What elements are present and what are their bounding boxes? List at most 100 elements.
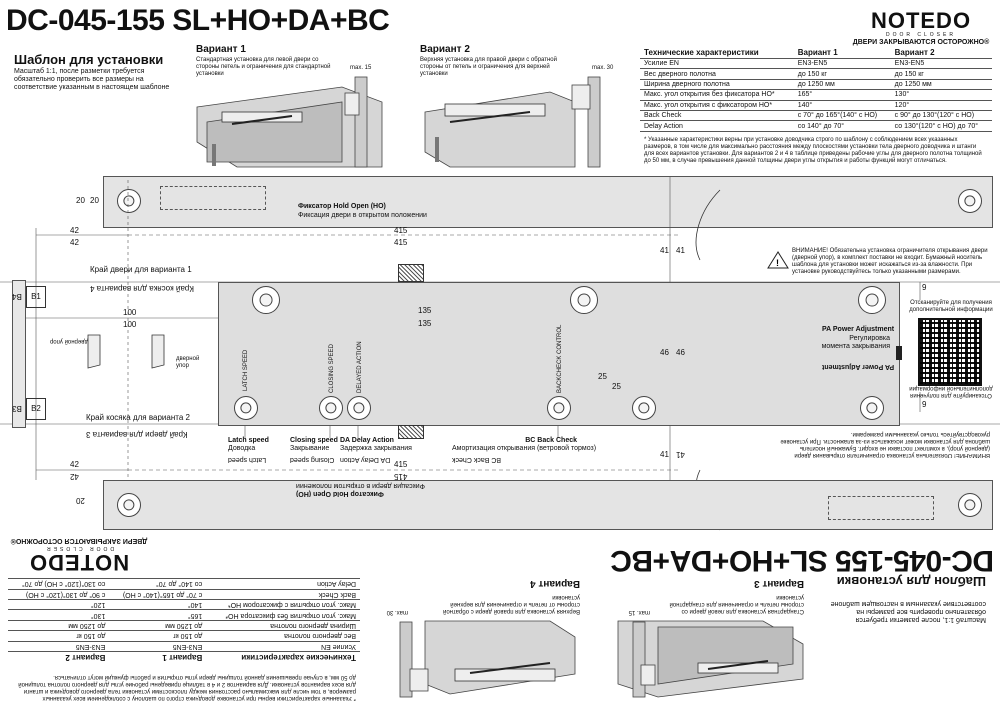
mount-hole [958,493,982,517]
arm-shoe-strip-top [103,176,993,228]
variant-4-text: Верхняя установка для правой двери с обр… [443,594,580,614]
brand-logo-mirrored: NOTEDO DOOR CLOSER ДВЕРИ ЗАКРЫВАЮТСЯ ОСТ… [10,537,148,575]
hinge-edge [12,280,26,428]
dim-label: 20 [76,196,85,205]
latch-speed-vertical: LATCH SPEED [243,349,249,391]
mirrored-section: DC-045-155 SL+HO+DA+BC Шаблон для устано… [0,530,1000,707]
dim-label: 25 [612,382,621,391]
pa-title: PA Power Adjustment [822,326,895,333]
mark-b4: B4 [12,292,22,301]
template-subtitle-mirrored: Шаблон для установки [836,574,986,589]
variant-1-max: max. 15 [350,65,372,71]
spec-cell: 165° [793,89,891,101]
hold-open-title: Фиксатор Hold Open (HO) [298,203,386,210]
installation-warning: ВНИМАНИЕ! Обязательна установка ограничи… [792,248,988,275]
dim-label: 41 [660,450,669,459]
variant-4-side-view [399,621,429,698]
variant-4-title: Вариант 4 [530,578,580,589]
template-subtitle: Шаблон для установки [14,52,164,67]
dim-label: 415 [394,226,408,235]
backcheck-vertical: BACKCHECK CONTROL [557,324,563,393]
dim-label: 100 [123,320,137,329]
spec-header-cell: Технические характеристики [640,47,794,59]
door-stop-label: дверной упор [176,356,200,369]
variant-1-text: Стандартная установка для левой двери со… [196,57,331,77]
brand-slogan: ДВЕРИ ЗАКРЫВАЮТСЯ ОСТОРОЖНО® [852,39,990,46]
variant-2-illustration [424,91,576,168]
dim-label: 41 [660,246,669,255]
hold-open-title-mirrored: Фиксатор Hold Open (HO) [296,490,384,497]
variant-3-text: Стандартная установка для левой двери со… [669,594,804,614]
hold-open-text-mirrored: Фиксация двери в открытом положении [296,482,425,489]
intro-text-mirrored: Масштаб 1:1, после разметки требуется об… [830,600,986,623]
dim-label: 41 [676,246,685,255]
dim-label: 20 [90,196,99,205]
dim-label: 46 [660,348,669,357]
qr-code[interactable] [918,318,982,386]
backcheck-valve [547,396,571,420]
edge-label-variant-2: Край косяка для варианта 2 [86,413,190,422]
spec-cell: с 70° до 165°(140° с HO) [793,110,891,122]
dim-label: 41 [676,450,685,459]
hold-open-zone-mirrored [828,496,934,520]
delayed-action-vertical: DELAYED ACTION [357,341,363,393]
spec-cell: до 1250 мм [890,79,992,91]
variant-1-side-view [344,76,368,168]
spec-cell: 120° [890,100,992,111]
variant-3-side-view [632,621,656,698]
dim-label: 42 [70,238,79,247]
door-stop-illustration [87,334,165,369]
spec-header-cell: Вариант 1 [793,47,891,59]
spec-cell: 130° [890,89,992,101]
variant-3-max: max. 15 [628,609,650,615]
spec-cell: с 90° до 130°(120° с HO) [890,110,992,122]
dim-label: 415 [394,460,408,469]
spec-cell: 140° [793,100,891,111]
door-stop-label-mirrored: дверной упор [50,338,88,344]
spec-header-cell: Вариант 2 [890,47,992,59]
dim-label: 42 [70,226,79,235]
spec-note-mirrored: * Указанные характеристики верны при уст… [18,674,356,701]
page-title-mirrored: DC-045-155 SL+HO+DA+BC [610,544,994,577]
hold-open-zone [160,186,266,210]
closing-label-mirrored: Closing speed [290,456,335,463]
variant-1-title: Вариант 1 [196,44,246,55]
spec-cell: со 140° до 70° [793,120,891,132]
spec-row: Макс. угол открытия без фиксатора HO*165… [640,89,992,101]
dim-label: 9 [922,400,927,409]
mount-hole [117,189,141,213]
spec-header-row: Технические характеристики Вариант 1 Вар… [640,47,992,59]
spec-cell: до 150 кг [793,68,891,80]
body-mount-hole [860,396,884,420]
latch-valve [234,396,258,420]
dim-label: 42 [70,460,79,469]
dim-label: 100 [123,308,137,317]
spec-cell: Delay Action [640,120,794,132]
edge-label-variant-1: Край двери для варианта 1 [90,265,192,274]
mark-b2: B2 [26,398,46,420]
body-mount-hole [858,286,886,314]
spec-cell: Макс. угол открытия с фиксатором HO* [640,100,794,111]
dim-label: 135 [418,319,432,328]
mark-b1: B1 [26,286,46,308]
installation-warning-mirrored: ВНИМАНИЕ! Обязательна установка ограничи… [780,431,990,458]
variant-1-illustration [196,86,383,168]
mark-b3: B3 [12,404,22,413]
edge-label-variant-3: Край двери для варианта 3 [86,430,188,439]
hold-open-text: Фиксация двери в открытом положении [298,212,427,219]
spec-cell: Усилие EN [640,58,794,70]
spec-row: Макс. угол открытия с фиксатором HO*140°… [640,100,992,111]
dim-label: 42 [70,472,79,481]
arm-pin-bottom [398,425,424,439]
pa-title-mirrored: PA Power Adjustment [822,363,895,370]
variant-2-text: Верхняя установка для правой двери с обр… [420,57,557,77]
variant-4-illustration [424,620,576,695]
spec-cell: до 150 кг [890,68,992,80]
spec-cell: Back Check [640,110,794,122]
qr-text: Отсканируйте для получения дополнительно… [909,300,993,313]
